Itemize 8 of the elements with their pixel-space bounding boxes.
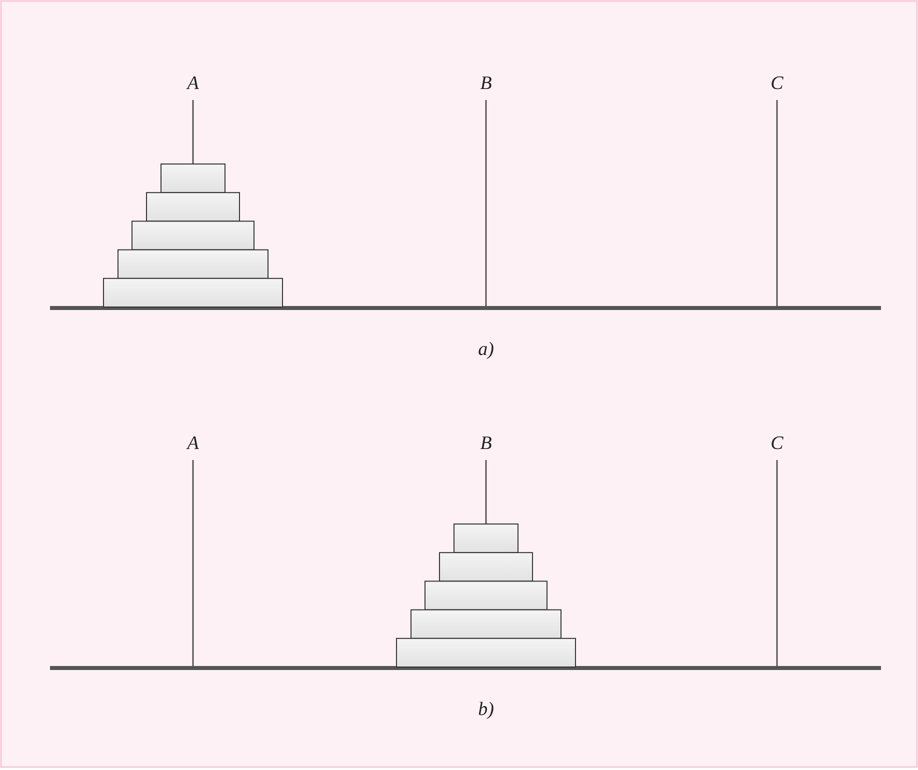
peg-label: B	[480, 74, 492, 94]
peg-label: C	[770, 74, 784, 94]
panel-caption: b)	[478, 700, 494, 720]
peg-label: A	[187, 74, 199, 94]
peg-label: C	[770, 434, 784, 454]
peg-label: B	[480, 434, 492, 454]
peg-label: A	[187, 434, 199, 454]
panel-caption: a)	[478, 340, 494, 360]
